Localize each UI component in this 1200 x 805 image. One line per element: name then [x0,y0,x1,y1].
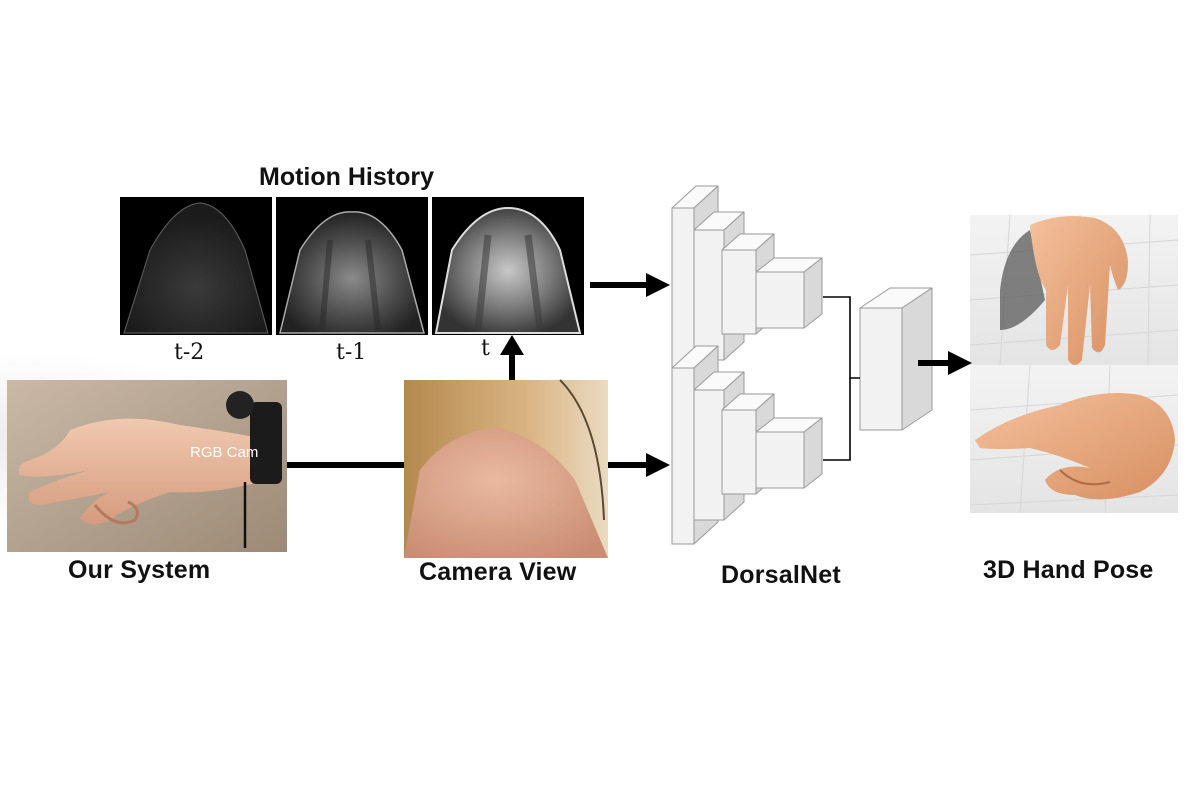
camera-view-label: Camera View [419,558,577,586]
dorsalnet-output-layer [859,287,933,431]
arrowhead-net-to-pose [948,351,972,375]
motion-history-title: Motion History [259,163,434,191]
arrowhead-camera-to-net [646,453,670,477]
rgb-cam-tag: RGB Cam [190,444,259,461]
motion-history-frame-t [432,197,584,335]
arrowhead-up [500,335,524,355]
our-system-label: Our System [68,556,211,584]
camera-view-photo [404,379,608,558]
dorsalnet-top-layer-4 [755,257,823,329]
hand-pose-label: 3D Hand Pose [983,556,1154,584]
dorsalnet-bottom-layer-4 [755,417,823,489]
dorsalnet-label: DorsalNet [721,561,841,589]
frame-label-t: t [481,336,490,361]
dorsalnet-top-layer-3 [721,233,775,335]
arrowhead-motion-to-net [646,273,670,297]
merge-line-bottom [823,378,851,461]
hand-pose-render-bottom [969,364,1179,514]
frame-label-t-1: t-1 [336,340,367,365]
frame-label-t-2: t-2 [174,340,205,365]
motion-history-frame-t-2 [120,197,272,335]
hand-pose-render-top [969,214,1179,366]
dorsalnet-network [671,185,933,545]
our-system-photo [7,380,287,552]
motion-history-frame-t-1 [276,197,428,335]
connectors [287,273,972,477]
merge-line-top [823,296,860,379]
